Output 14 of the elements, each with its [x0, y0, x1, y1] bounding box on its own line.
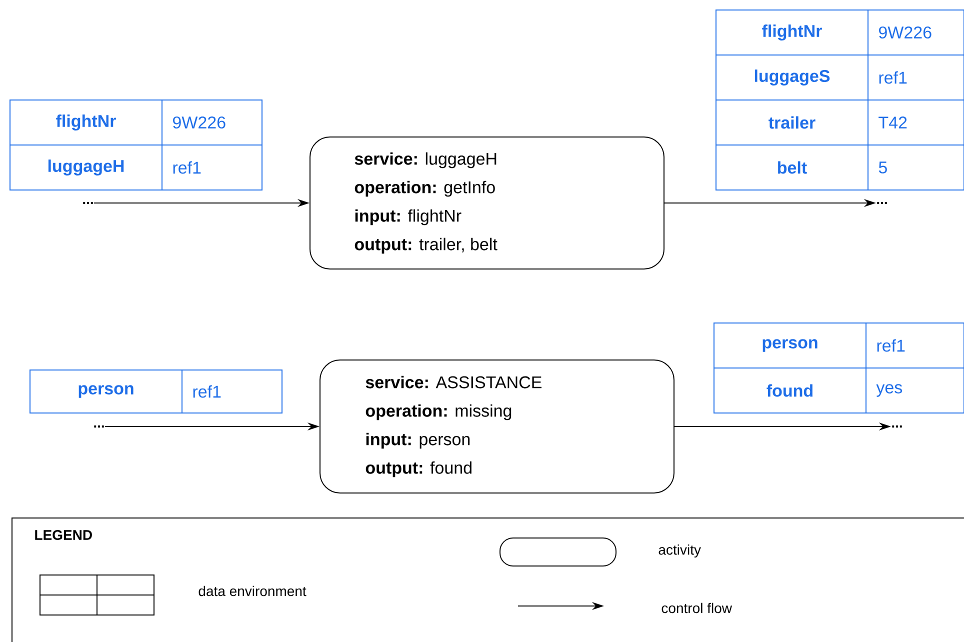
ellipsis: ... [94, 425, 104, 428]
legend-text: control flow [662, 602, 732, 614]
legend-text: data environment [198, 586, 306, 596]
data-table: person ref1 found yes [714, 322, 964, 414]
activity-box: service: luggageH operation: getInfo input: flightNr output: trailer, belt [310, 136, 664, 270]
data-table: person ref1 [30, 370, 282, 414]
legend-title: LEGEND [35, 530, 92, 540]
data-table: flightNr 9W226 luggageS ref1 trailer T42 belt 5 [716, 10, 964, 190]
activity-box: service: ASSISTANCE operation: missing input: person output: found [320, 360, 674, 494]
ellipsis: ... [877, 202, 887, 204]
data-table: flightNr 9W226 luggageH ref1 [10, 100, 262, 190]
ellipsis: ... [83, 202, 93, 204]
legend-text: activity [658, 544, 701, 558]
ellipsis: ... [892, 425, 902, 428]
